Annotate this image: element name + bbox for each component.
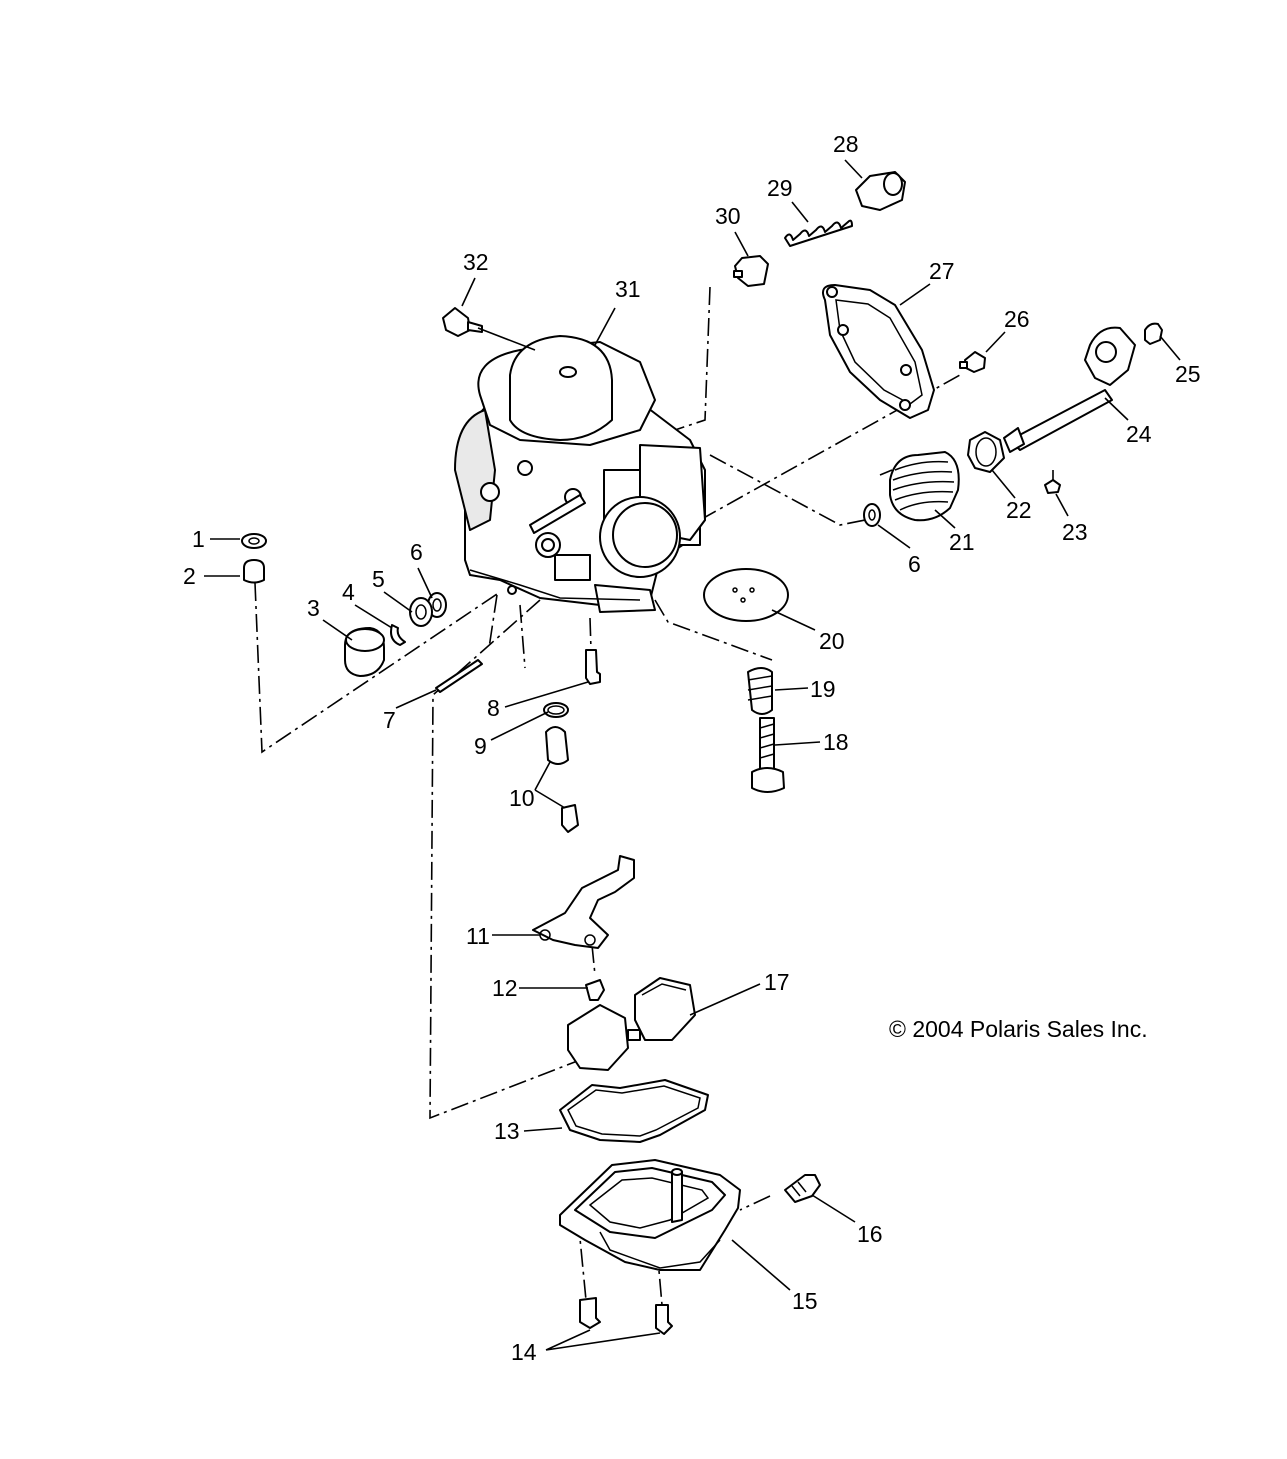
- callout-31: 31: [615, 276, 641, 302]
- part-22-bushing: [967, 431, 1005, 473]
- part-23-screw: [1044, 479, 1061, 494]
- callout-6-left: 6: [410, 539, 423, 565]
- callout-14: 14: [511, 1339, 537, 1365]
- part-2-cap: [243, 559, 265, 584]
- callout-9: 9: [474, 733, 487, 759]
- callout-6-right: 6: [908, 551, 921, 577]
- part-19-spring: [747, 667, 773, 715]
- part-12-screw: [585, 979, 605, 1001]
- callout-12: 12: [492, 975, 518, 1001]
- part-29-spring: [784, 219, 853, 247]
- part-26-screw: [959, 351, 986, 373]
- part-17-float: [567, 977, 696, 1071]
- callout-26: 26: [1004, 306, 1030, 332]
- callout-30: 30: [715, 203, 741, 229]
- callout-18: 18: [823, 729, 849, 755]
- callout-1: 1: [192, 526, 205, 552]
- callout-10: 10: [509, 785, 535, 811]
- callout-4: 4: [342, 579, 355, 605]
- callout-11: 11: [466, 923, 490, 949]
- callout-22: 22: [1006, 497, 1032, 523]
- part-27-cover: [822, 284, 935, 419]
- callout-23: 23: [1062, 519, 1088, 545]
- part-15-float-bowl: [559, 1159, 741, 1271]
- part-9-oring: [543, 702, 569, 718]
- part-13-gasket: [559, 1079, 709, 1143]
- carburetor-body: [454, 335, 706, 613]
- part-20-diaphragm: [703, 568, 789, 622]
- callout-20: 20: [819, 628, 845, 654]
- callout-3: 3: [307, 595, 320, 621]
- part-8-jet: [585, 649, 601, 685]
- part-16-drain-screw: [784, 1174, 821, 1203]
- callout-8: 8: [487, 695, 500, 721]
- callout-16: 16: [857, 1221, 883, 1247]
- part-24-shaft: [1003, 326, 1136, 453]
- copyright-notice: © 2004 Polaris Sales Inc.: [889, 1016, 1148, 1042]
- part-18-screw: [751, 717, 785, 793]
- part-11-bracket: [532, 855, 635, 949]
- part-32-screw: [442, 307, 483, 337]
- callout-17: 17: [764, 969, 790, 995]
- callout-7: 7: [383, 707, 396, 733]
- part-30-plunger: [733, 255, 769, 287]
- part-4-clip: [390, 624, 406, 646]
- part-5-washer: [409, 597, 433, 627]
- part-3-cap: [344, 627, 385, 677]
- callout-24: 24: [1126, 421, 1152, 447]
- part-10-needle-seat: [545, 726, 579, 833]
- part-7-pin: [435, 659, 483, 693]
- callout-labels: 1 2 3 4 5 6 6 7 8 9 10 11 12 13 14 15 16…: [183, 131, 1201, 1365]
- callout-13: 13: [494, 1118, 520, 1144]
- callout-21: 21: [949, 529, 975, 555]
- part-25-cap: [1144, 322, 1163, 345]
- callout-32: 32: [463, 249, 489, 275]
- part-6-washer: [863, 503, 881, 527]
- callout-29: 29: [767, 175, 793, 201]
- callout-2: 2: [183, 563, 196, 589]
- callout-28: 28: [833, 131, 859, 157]
- part-21-spring: [879, 451, 960, 522]
- callout-5: 5: [372, 566, 385, 592]
- leader-lines: [204, 159, 1181, 1351]
- callout-27: 27: [929, 258, 955, 284]
- callout-19: 19: [810, 676, 836, 702]
- part-1-washer: [241, 533, 267, 549]
- part-28-nut: [855, 171, 906, 211]
- part-14-screws: [579, 1297, 673, 1335]
- callout-15: 15: [792, 1288, 818, 1314]
- callout-25: 25: [1175, 361, 1201, 387]
